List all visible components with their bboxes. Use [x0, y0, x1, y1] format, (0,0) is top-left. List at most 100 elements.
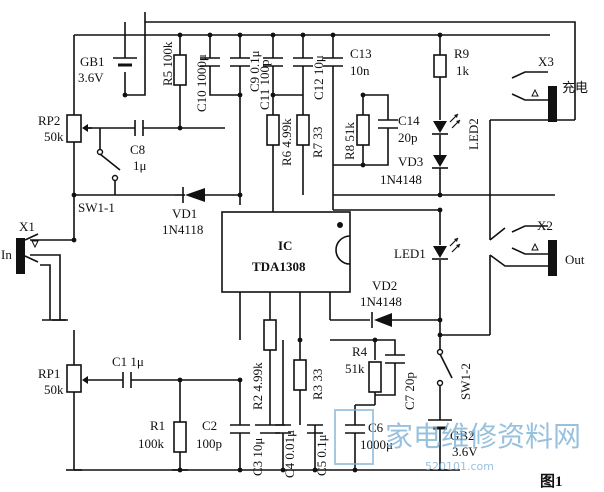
label-c6-value: 1000μ: [360, 437, 393, 452]
label-c13-value: 10n: [350, 63, 370, 78]
label-vd2-name: VD2: [372, 278, 397, 293]
label-gb2-value: 3.6V: [452, 444, 478, 459]
label-c13-name: C13: [350, 46, 372, 61]
label-rp1-name: RP1: [38, 366, 60, 381]
diode-vd3: [432, 155, 448, 169]
capacitor-c6: [345, 424, 365, 434]
label-c5: C5 0.1μ: [314, 434, 329, 476]
label-c2-name: C2: [202, 418, 217, 433]
label-led1: LED1: [394, 246, 426, 261]
ic-tda1308: [221, 211, 351, 293]
potentiometer-rp1: [66, 364, 88, 393]
label-r1-name: R1: [150, 418, 165, 433]
label-ic-part: TDA1308: [252, 259, 306, 274]
label-x2-name: X2: [537, 218, 553, 233]
diode-vd1: [175, 187, 205, 203]
capacitor-c11: [263, 57, 283, 67]
watermark-logo-icon: [334, 409, 374, 465]
figure-label: 图1: [540, 473, 563, 490]
switch-sw1-2: [436, 348, 453, 387]
label-r1-value: 100k: [138, 436, 165, 451]
label-rp2-name: RP2: [38, 113, 60, 128]
capacitor-c4: [275, 424, 291, 434]
capacitor-c12: [293, 57, 313, 67]
resistor-r3: [293, 359, 307, 391]
label-rp1-value: 50k: [44, 382, 64, 397]
resistor-r4: [368, 361, 382, 393]
capacitor-c10: [200, 57, 220, 67]
junction-dots: [71, 32, 443, 473]
label-r7: R7 33: [310, 127, 325, 158]
label-x2-port: Out: [565, 252, 585, 267]
watermark-url: 520101.com: [425, 460, 494, 473]
label-gb1-name: GB1: [80, 54, 105, 69]
watermark-text: 家电维修资料网: [385, 420, 581, 453]
label-rp2-value: 50k: [44, 129, 64, 144]
capacitor-c8: [134, 120, 144, 136]
label-c8-value: 1μ: [133, 158, 147, 173]
label-c1: C1 1μ: [112, 354, 144, 369]
potentiometer-rp2: [66, 114, 92, 143]
label-x3-name: X3: [538, 54, 554, 69]
labels: GB1 3.6V RP2 50k C8 1μ SW1-1 VD1 1N4118 …: [1, 41, 588, 490]
label-r6: R6 4.99k: [279, 118, 294, 166]
jack-x1: [16, 233, 39, 274]
label-led2: LED2: [466, 118, 481, 150]
label-c2-value: 100p: [196, 436, 222, 451]
resistor-r1: [173, 421, 187, 453]
label-vd1-name: VD1: [172, 206, 197, 221]
label-c6-name: C6: [368, 420, 384, 435]
capacitor-c2: [230, 424, 250, 434]
battery-gb1: [113, 57, 137, 67]
label-r2: R2 4.99k: [250, 362, 265, 410]
jack-x2: [489, 225, 557, 276]
label-r3: R3 33: [310, 369, 325, 400]
label-r4-value: 51k: [345, 361, 365, 376]
jack-x3: [511, 71, 557, 122]
wiring: [30, 12, 576, 471]
label-ic-name: IC: [278, 238, 292, 253]
resistor-r6: [266, 114, 280, 146]
label-vd3-part: 1N4148: [380, 172, 422, 187]
label-r9-name: R9: [454, 46, 469, 61]
label-c11: C11 100p: [257, 60, 272, 110]
label-sw1-2: SW1-2: [458, 363, 473, 400]
label-x3-port: 充电: [562, 80, 588, 95]
switch-sw1-1: [96, 148, 121, 182]
resistor-r8: [356, 114, 370, 146]
capacitor-c1: [122, 372, 132, 388]
resistor-r2: [263, 319, 277, 351]
label-gb1-value: 3.6V: [78, 70, 104, 85]
led-led1: [432, 237, 461, 260]
label-r5: R5 100k: [160, 41, 175, 86]
label-c8-name: C8: [130, 142, 145, 157]
capacitor-c9: [230, 57, 250, 67]
led-led2: [432, 113, 461, 135]
capacitor-c14: [378, 119, 398, 129]
label-c3: C3 10μ: [250, 438, 265, 476]
battery-gb2: [428, 419, 452, 440]
watermark: 家电维修资料网 520101.com: [334, 409, 581, 473]
label-sw1-1: SW1-1: [78, 200, 115, 215]
label-c14-value: 20p: [398, 130, 418, 145]
label-r9-value: 1k: [456, 63, 470, 78]
label-c4: C4 0.01μ: [282, 430, 297, 478]
label-gb2-name: GB2: [450, 428, 475, 443]
label-r4-name: R4: [352, 344, 368, 359]
resistor-r7: [296, 114, 310, 146]
label-vd2-part: 1N4148: [360, 294, 402, 309]
label-vd1-part: 1N4118: [162, 222, 203, 237]
label-r8: R8 51k: [342, 122, 357, 160]
resistor-r9: [433, 54, 447, 78]
label-c7: C7 20p: [402, 372, 417, 410]
label-c9: C9 0.1μ: [247, 50, 262, 92]
label-c14-name: C14: [398, 113, 420, 128]
label-vd3-name: VD3: [398, 154, 423, 169]
label-x1-name: X1: [19, 219, 35, 234]
label-c10: C10 1000μ: [194, 54, 209, 112]
capacitor-c5: [307, 424, 323, 434]
capacitor-c13: [323, 57, 343, 67]
diode-vd2: [371, 312, 392, 328]
capacitor-c7: [385, 354, 405, 364]
